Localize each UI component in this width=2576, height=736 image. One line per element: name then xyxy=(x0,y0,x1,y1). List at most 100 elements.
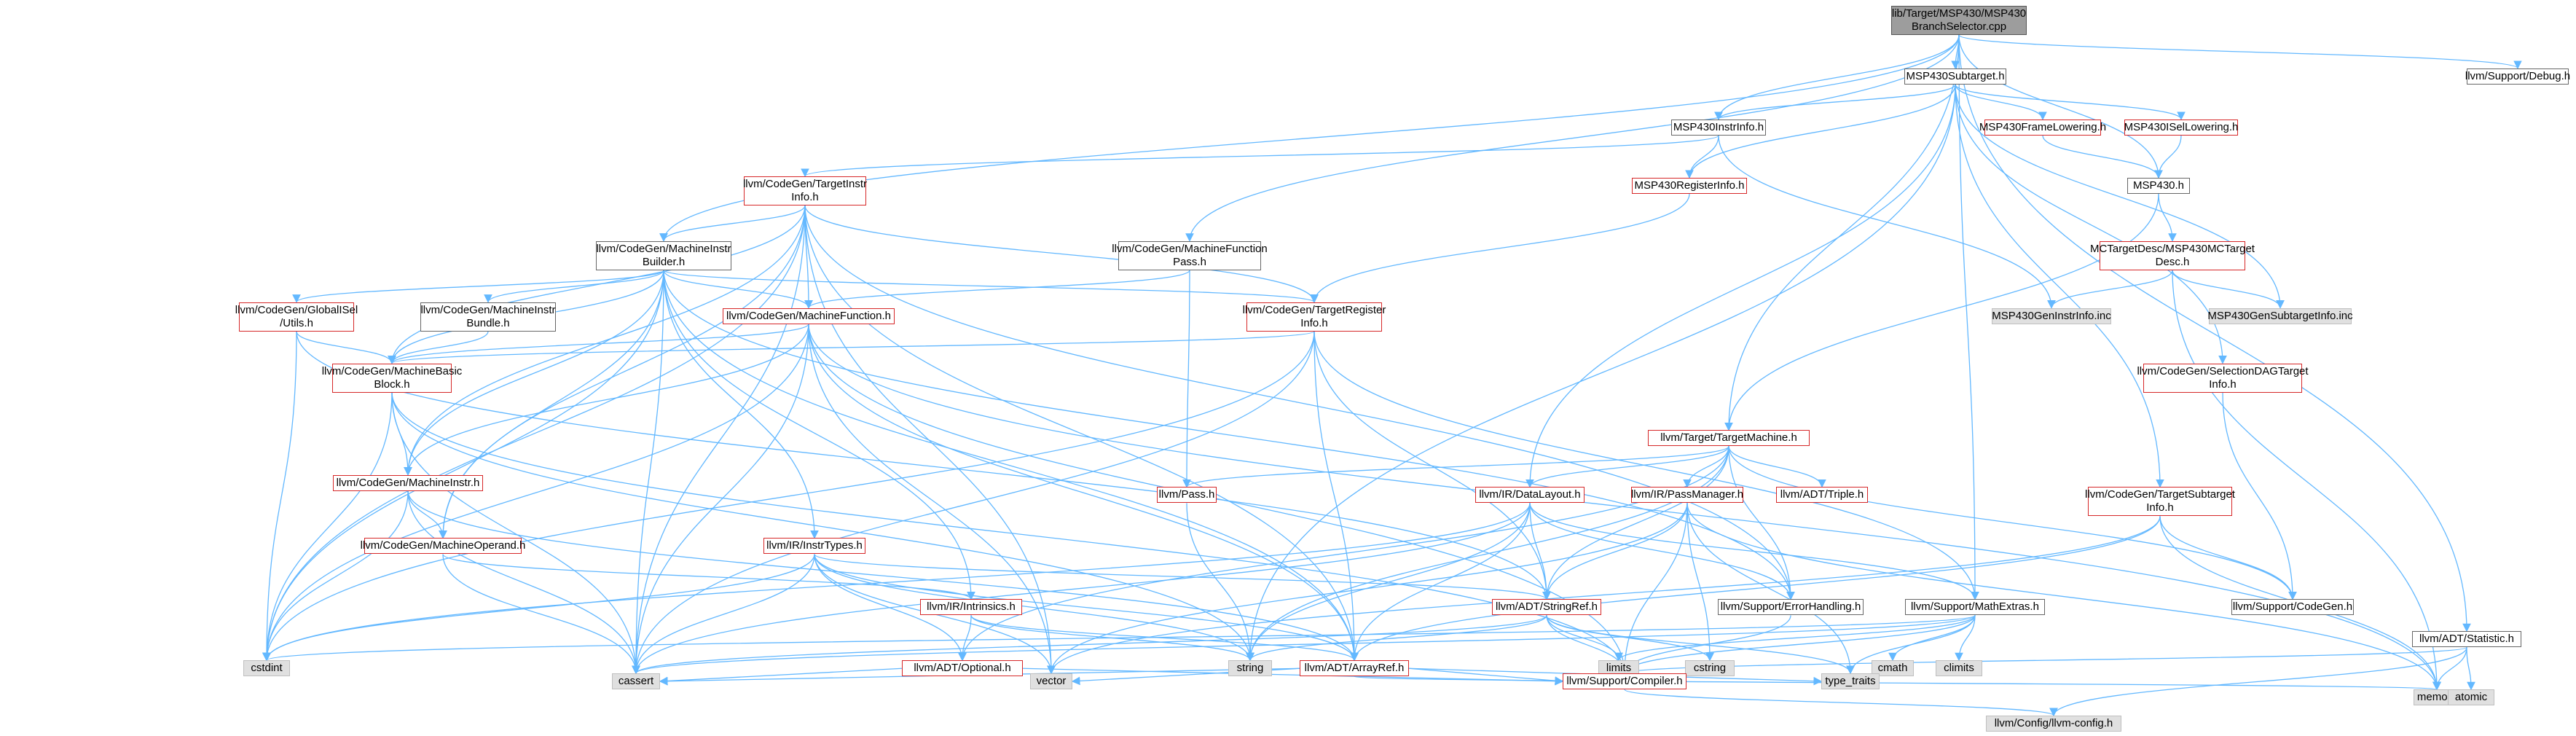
graph-node-triple[interactable]: llvm/ADT/Triple.h xyxy=(1776,487,1868,504)
graph-node-typetraits[interactable]: type_traits xyxy=(1821,673,1880,689)
edge-subtarget-to-sdagti xyxy=(1955,84,2227,364)
edge-subtarget-to-reginfo xyxy=(1685,84,1956,179)
edge-statistic-to-compiler xyxy=(1620,646,2467,675)
graph-node-mibundle[interactable]: llvm/CodeGen/MachineInstr Bundle.h xyxy=(420,302,556,332)
graph-node-errh[interactable]: llvm/Support/ErrorHandling.h xyxy=(1718,599,1864,616)
edge-root-to-instrinfo xyxy=(1714,34,1960,121)
graph-node-gensub[interactable]: MSP430GenSubtargetInfo.inc xyxy=(2207,308,2353,324)
edge-statistic-to-llvmconfig xyxy=(2049,647,2467,717)
edge-mf-to-arrayref xyxy=(808,324,1359,662)
graph-node-msp430h[interactable]: MSP430.h xyxy=(2127,177,2190,194)
edge-tii-to-mi xyxy=(404,205,806,476)
edge-mib-to-cassert xyxy=(632,270,664,675)
graph-node-tii[interactable]: llvm/CodeGen/TargetInstr Info.h xyxy=(743,176,867,205)
edge-subtarget-to-tsti xyxy=(1955,84,2164,488)
edge-gisel-to-cstdint xyxy=(262,331,297,662)
graph-node-mo[interactable]: llvm/CodeGen/MachineOperand.h xyxy=(361,538,525,555)
graph-node-intrinsics[interactable]: llvm/IR/Intrinsics.h xyxy=(920,599,1022,616)
graph-node-atomic[interactable]: atomic xyxy=(2448,689,2494,706)
graph-node-mib[interactable]: llvm/CodeGen/MachineInstr Builder.h xyxy=(596,240,731,270)
graph-node-mi[interactable]: llvm/CodeGen/MachineInstr.h xyxy=(333,474,483,491)
edge-mathextras-to-cstdint xyxy=(262,614,1976,662)
edge-subtarget-to-gensub xyxy=(1955,84,2285,309)
edge-dl-to-cstdint xyxy=(262,503,1531,662)
graph-node-gisel[interactable]: llvm/CodeGen/GlobalISel /Utils.h xyxy=(235,302,358,332)
edge-mi-to-cassert xyxy=(407,490,640,675)
graph-node-debug[interactable]: llvm/Support/Debug.h xyxy=(2465,68,2570,85)
edge-tri-to-cassert xyxy=(632,331,1315,675)
edge-mf-to-cstdint xyxy=(262,324,809,662)
graph-node-cstdint[interactable]: cstdint xyxy=(243,660,290,677)
graph-node-tri[interactable]: llvm/CodeGen/TargetRegister Info.h xyxy=(1243,302,1386,332)
graph-node-compiler[interactable]: llvm/Support/Compiler.h xyxy=(1563,673,1686,689)
edge-instrinfo-to-reginfo xyxy=(1685,135,1719,179)
edge-tm-to-pass xyxy=(1182,445,1729,488)
graph-node-tm[interactable]: llvm/Target/TargetMachine.h xyxy=(1648,430,1810,447)
graph-node-mathextras[interactable]: llvm/Support/MathExtras.h xyxy=(1905,599,2045,616)
graph-node-mcdesc[interactable]: MCTargetDesc/MSP430MCTarget Desc.h xyxy=(2090,240,2255,270)
edge-mi-to-mo xyxy=(407,490,447,539)
edge-arrayref-to-memory xyxy=(1354,676,2440,691)
graph-node-tsti[interactable]: llvm/CodeGen/TargetSubtarget Info.h xyxy=(2085,487,2235,517)
edge-tii-to-arrayref xyxy=(804,205,1359,662)
graph-node-isellow[interactable]: MSP430ISelLowering.h xyxy=(2124,119,2238,136)
graph-node-pass[interactable]: llvm/Pass.h xyxy=(1157,487,1217,504)
edge-intrinsics-to-arrayref xyxy=(970,615,1359,662)
graph-node-cassert[interactable]: cassert xyxy=(612,673,660,689)
graph-node-dl[interactable]: llvm/IR/DataLayout.h xyxy=(1475,487,1585,504)
edge-mcdesc-to-memory xyxy=(2172,270,2441,691)
graph-node-vector[interactable]: vector xyxy=(1030,673,1072,689)
edge-tm-to-string xyxy=(1246,446,1729,662)
graph-node-instrtypes[interactable]: llvm/IR/InstrTypes.h xyxy=(763,538,865,555)
edge-tsti-to-vector xyxy=(1047,516,2161,675)
edge-stringref-to-string xyxy=(1246,615,1547,662)
edge-mathextras-to-cassert xyxy=(632,614,1976,675)
graph-node-limits[interactable]: limits xyxy=(1598,660,1639,677)
graph-node-llvmconfig[interactable]: llvm/Config/llvm-config.h xyxy=(1986,716,2121,732)
edge-dl-to-stringref xyxy=(1529,503,1551,600)
edge-mbb-to-cstdint xyxy=(262,392,393,662)
edge-pass-to-string xyxy=(1186,503,1254,662)
edge-mib-to-cstdint xyxy=(262,270,664,662)
graph-node-reginfo[interactable]: MSP430RegisterInfo.h xyxy=(1632,177,1747,194)
edge-tm-to-codegen xyxy=(1728,446,2297,600)
edge-pm-to-compiler xyxy=(1620,503,1688,675)
edge-mbb-to-string xyxy=(391,392,1254,662)
graph-node-sdagti[interactable]: llvm/CodeGen/SelectionDAGTarget Info.h xyxy=(2137,363,2309,393)
edge-instrinfo-to-tii xyxy=(801,135,1719,178)
graph-node-subtarget[interactable]: MSP430Subtarget.h xyxy=(1904,68,2006,85)
edge-instrtypes-to-string xyxy=(814,554,1254,662)
graph-node-optional[interactable]: llvm/ADT/Optional.h xyxy=(902,660,1023,677)
edge-msp430h-to-mcdesc xyxy=(2158,193,2177,242)
edge-instrtypes-to-stringref xyxy=(814,553,1551,600)
graph-node-cstring[interactable]: cstring xyxy=(1685,660,1735,677)
edge-mib-to-mi xyxy=(404,270,664,476)
graph-node-statistic[interactable]: llvm/ADT/Statistic.h xyxy=(2412,631,2521,648)
graph-node-mbb[interactable]: llvm/CodeGen/MachineBasic Block.h xyxy=(322,363,462,393)
edge-mo-to-cassert xyxy=(442,554,640,675)
edge-tm-to-triple xyxy=(1728,446,1826,488)
graph-node-mf[interactable]: llvm/CodeGen/MachineFunction.h xyxy=(723,308,895,324)
edge-subtarget-to-isellow xyxy=(1955,84,2186,121)
edge-mathextras-to-limits xyxy=(1614,615,1976,662)
graph-node-cmath[interactable]: cmath xyxy=(1872,660,1914,677)
graph-node-climits[interactable]: climits xyxy=(1936,660,1982,677)
edge-mib-to-intrinsics xyxy=(663,270,975,600)
edge-stringref-to-typetraits xyxy=(1546,615,1855,675)
graph-node-stringref[interactable]: llvm/ADT/StringRef.h xyxy=(1492,599,1601,616)
graph-node-framelow[interactable]: MSP430FrameLowering.h xyxy=(1979,119,2106,136)
graph-node-string[interactable]: string xyxy=(1228,660,1272,677)
graph-node-arrayref[interactable]: llvm/ADT/ArrayRef.h xyxy=(1300,660,1409,677)
edge-subtarget-to-framelow xyxy=(1955,84,2047,121)
graph-node-codegen[interactable]: llvm/Support/CodeGen.h xyxy=(2231,599,2354,616)
graph-node-pm[interactable]: llvm/IR/PassManager.h xyxy=(1631,487,1743,504)
graph-node-mfp[interactable]: llvm/CodeGen/MachineFunction Pass.h xyxy=(1112,240,1268,270)
edge-statistic-to-memory xyxy=(2432,647,2467,691)
edge-root-to-msp430h xyxy=(1958,34,2163,179)
graph-node-root[interactable]: lib/Target/MSP430/MSP430 BranchSelector.… xyxy=(1891,5,2027,35)
graph-node-geninstr[interactable]: MSP430GenInstrInfo.inc xyxy=(1992,308,2111,324)
edge-tri-to-mbb xyxy=(388,331,1315,364)
edge-optional-to-cassert xyxy=(659,668,903,686)
graph-node-instrinfo[interactable]: MSP430InstrInfo.h xyxy=(1671,119,1766,136)
